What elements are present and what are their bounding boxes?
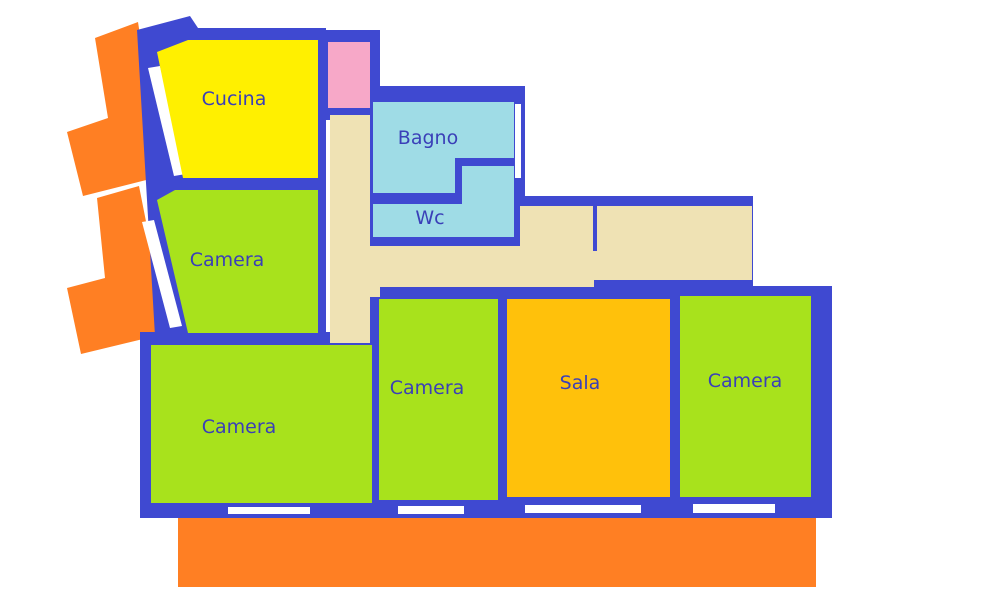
room-bedroom-lower-left bbox=[151, 345, 372, 503]
label-kitchen: Cucina bbox=[202, 88, 267, 110]
window-bedroom-lower bbox=[228, 507, 310, 514]
label-bedroom-upper-left: Camera bbox=[190, 249, 265, 271]
balcony-front bbox=[178, 514, 816, 587]
window-bedroom-upper bbox=[142, 220, 182, 328]
room-bedroom-upper-left bbox=[157, 190, 318, 333]
label-bedroom-center: Camera bbox=[390, 377, 465, 399]
label-bedroom-lower-left: Camera bbox=[202, 416, 277, 438]
room-bathroom bbox=[373, 102, 514, 193]
corridor bbox=[330, 115, 752, 343]
window-bathroom bbox=[515, 104, 521, 178]
room-living bbox=[507, 299, 670, 497]
label-living: Sala bbox=[560, 372, 601, 394]
balcony-kitchen bbox=[67, 22, 162, 196]
label-wc: Wc bbox=[415, 207, 444, 229]
label-bedroom-right: Camera bbox=[708, 370, 783, 392]
window-living bbox=[525, 505, 641, 513]
room-wc bbox=[373, 166, 514, 237]
room-kitchen bbox=[157, 40, 318, 178]
window-kitchen bbox=[148, 66, 186, 176]
window-bedroom-right bbox=[693, 504, 775, 513]
label-bathroom: Bagno bbox=[398, 127, 458, 149]
room-closet bbox=[328, 42, 370, 108]
room-bedroom-center bbox=[379, 299, 498, 500]
balcony-bedroom bbox=[67, 186, 168, 354]
corridor-divider bbox=[593, 206, 597, 251]
room-bedroom-right bbox=[680, 296, 811, 497]
window-bedroom-center bbox=[398, 506, 464, 514]
